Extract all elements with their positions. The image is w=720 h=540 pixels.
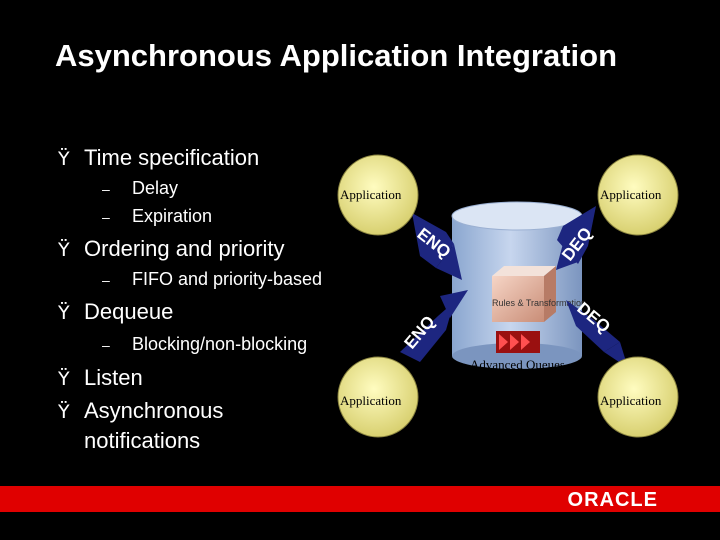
- bullet-mark-icon: Ÿ: [58, 401, 70, 423]
- app-label: Application: [340, 187, 402, 202]
- enq-arrow-top: [412, 213, 462, 280]
- bullet-async-notifications-cont: notifications: [84, 428, 200, 454]
- bullet-listen: Ÿ Listen: [58, 365, 143, 391]
- bullet-mark-icon: Ÿ: [58, 148, 70, 170]
- footer-bar: [0, 486, 720, 512]
- dash-icon: –: [102, 181, 110, 197]
- application-node-top-right: Application: [597, 154, 679, 236]
- application-node-top-left: Application: [337, 154, 419, 236]
- subbullet-text: Delay: [132, 178, 179, 198]
- queue-label: Advanced Queues: [470, 357, 565, 372]
- title-divider: [50, 86, 670, 87]
- bullet-dequeue: Ÿ Dequeue: [58, 299, 173, 325]
- bullet-mark-icon: Ÿ: [58, 302, 70, 324]
- bullet-text: Ordering and priority: [84, 236, 285, 261]
- bullet-text: Listen: [84, 365, 143, 390]
- dash-icon: –: [102, 337, 110, 353]
- bullet-text: notifications: [84, 428, 201, 453]
- subbullet-fifo: – FIFO and priority-based: [102, 269, 322, 290]
- slide-title: Asynchronous Application Integration: [55, 38, 618, 73]
- bullet-mark-icon: Ÿ: [58, 368, 70, 390]
- bullet-ordering-priority: Ÿ Ordering and priority: [58, 236, 285, 262]
- application-node-bottom-left: Application: [337, 356, 419, 438]
- bullet-text: Time specification: [84, 145, 260, 170]
- subbullet-text: FIFO and priority-based: [132, 269, 323, 289]
- app-text: Application: [340, 187, 402, 202]
- queue-text: Advanced Queues: [470, 357, 565, 372]
- app-label: Application: [340, 393, 402, 408]
- enq-arrow-bottom: [400, 290, 468, 362]
- subbullet-delay: – Delay: [102, 178, 178, 199]
- subbullet-expiration: – Expiration: [102, 206, 212, 227]
- rules-cube: [492, 266, 556, 322]
- app-text: Application: [600, 393, 662, 408]
- subbullet-text: Blocking/non-blocking: [132, 334, 308, 354]
- dash-icon: –: [102, 272, 110, 288]
- bullet-text: Dequeue: [84, 299, 174, 324]
- app-text: Application: [600, 187, 662, 202]
- subbullet-blocking: – Blocking/non-blocking: [102, 334, 307, 355]
- bullet-mark-icon: Ÿ: [58, 239, 70, 261]
- app-label: Application: [600, 393, 662, 408]
- bullet-time-specification: Ÿ Time specification: [58, 145, 259, 171]
- deq-arrow-top: [556, 206, 596, 270]
- rules-text: Rules & Transformation: [492, 298, 586, 308]
- queue-icon: [496, 331, 540, 353]
- bullet-async-notifications: Ÿ Asynchronous: [58, 398, 223, 424]
- oracle-logo: ORACLE: [567, 489, 658, 511]
- app-label: Application: [600, 187, 662, 202]
- subbullet-text: Expiration: [132, 206, 213, 226]
- dash-icon: –: [102, 209, 110, 225]
- bullet-text: Asynchronous: [84, 398, 224, 423]
- app-text: Application: [340, 393, 402, 408]
- application-node-bottom-right: Application: [597, 356, 679, 438]
- rules-label: Rules & Transformation: [492, 298, 586, 308]
